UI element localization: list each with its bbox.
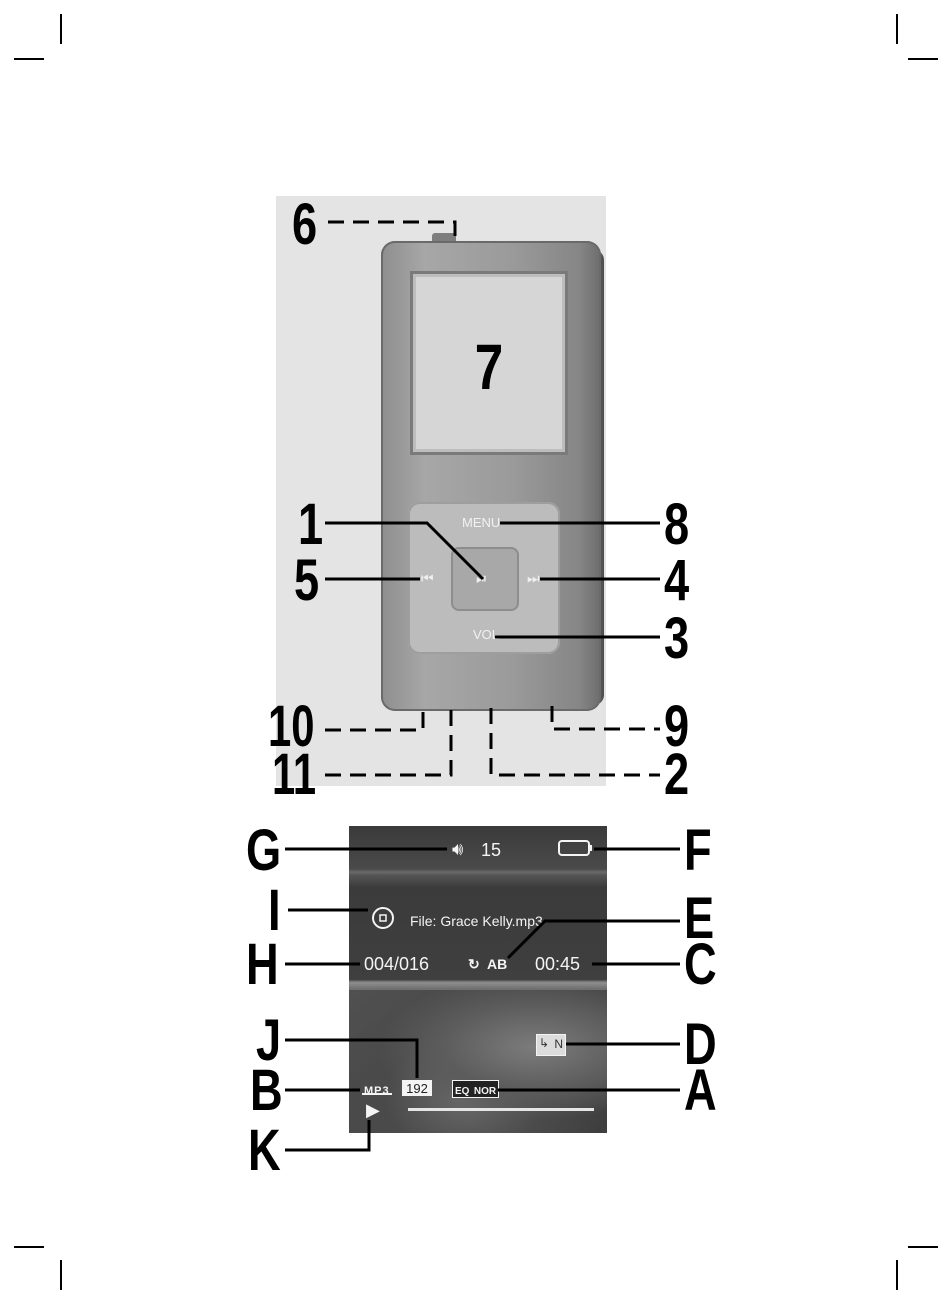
leader-E — [508, 921, 680, 958]
callout-F: F — [684, 822, 712, 880]
callout-A: A — [684, 1062, 717, 1120]
callout-K: K — [248, 1122, 281, 1180]
leader-K — [285, 1120, 369, 1150]
callout-B: B — [250, 1062, 283, 1120]
callout-C: C — [684, 936, 717, 994]
callout-H: H — [246, 936, 279, 994]
leader-J — [285, 1040, 417, 1078]
callout-G: G — [246, 822, 281, 880]
